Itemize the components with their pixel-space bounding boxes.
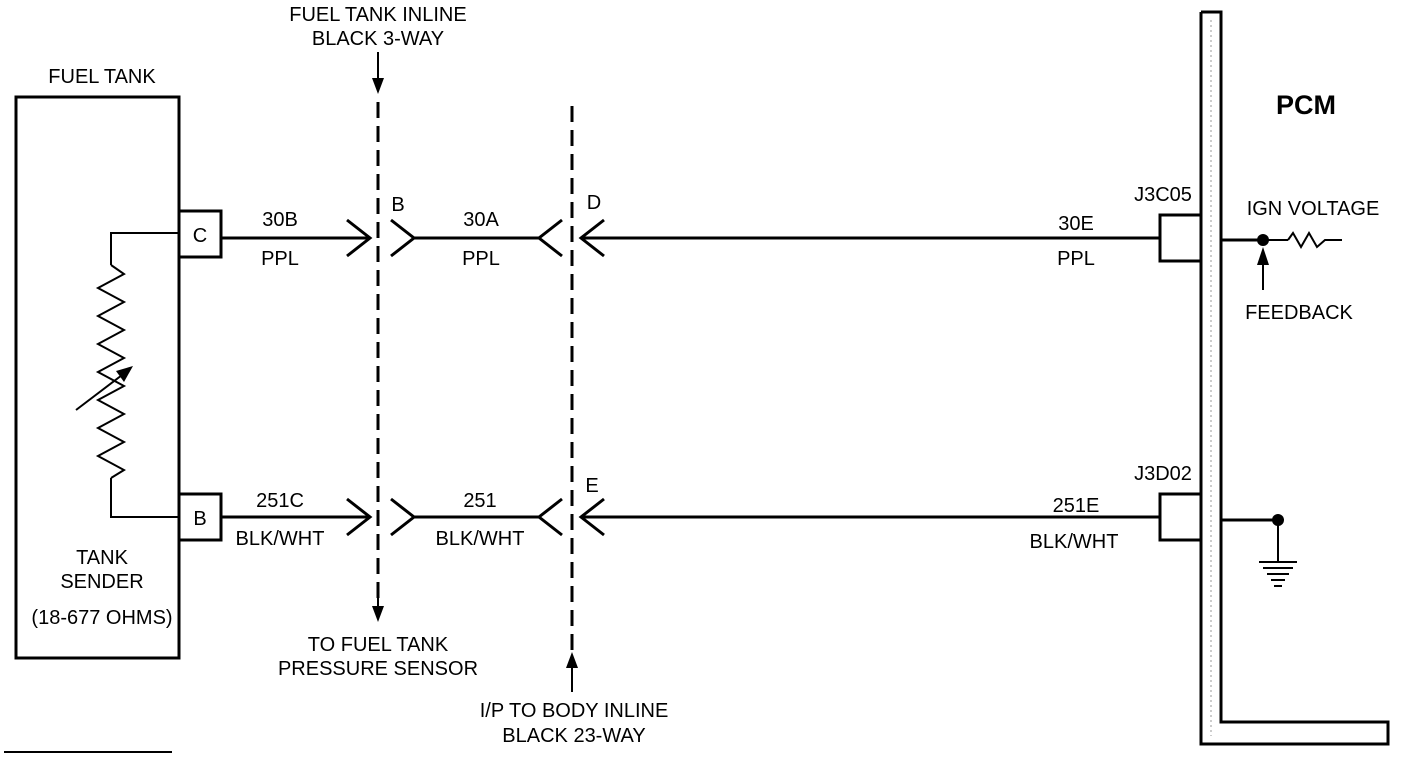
wire-bottom-251e bbox=[578, 497, 1160, 537]
wire-top-30a bbox=[390, 218, 563, 258]
pcm-pin-j3d02-box bbox=[1158, 492, 1203, 542]
wire-top-30b bbox=[221, 218, 373, 258]
inline-3way-top-arrow-icon bbox=[372, 52, 384, 94]
wire-bottom-251c bbox=[221, 497, 373, 537]
tank-sender-line2: SENDER bbox=[60, 571, 143, 593]
pcm-pin-j3c05-label: J3C05 bbox=[1134, 184, 1192, 206]
fuel-tank-pin-c-label: C bbox=[193, 225, 207, 247]
inline-23way-pin-e: E bbox=[585, 475, 598, 497]
variable-resistor-icon bbox=[75, 232, 179, 518]
inline-23way-line1: I/P TO BODY INLINE bbox=[480, 700, 669, 722]
feedback-arrow-icon bbox=[1257, 247, 1269, 290]
wire-bottom-251c-circuit: 251C bbox=[256, 490, 304, 512]
wire-bottom-251e-circuit: 251E bbox=[1053, 495, 1100, 517]
tank-sender-line1: TANK bbox=[76, 547, 129, 569]
inline-3way-line1: FUEL TANK INLINE bbox=[289, 4, 466, 26]
pressure-sensor-line2: PRESSURE SENSOR bbox=[278, 658, 478, 680]
wire-bottom-251c-color: BLK/WHT bbox=[236, 528, 325, 550]
inline-23way-line2: BLACK 23-WAY bbox=[502, 725, 645, 747]
wire-bottom-251e-color: BLK/WHT bbox=[1030, 531, 1119, 553]
wire-top-30b-circuit: 30B bbox=[262, 209, 298, 231]
inline-3way-bottom-arrow-icon bbox=[372, 596, 384, 622]
pcm-ign-voltage-circuit bbox=[1221, 230, 1342, 250]
wire-top-30e bbox=[578, 218, 1160, 258]
wire-top-30a-color: PPL bbox=[462, 248, 500, 270]
inline-3way-line2: BLACK 3-WAY bbox=[312, 28, 444, 50]
wire-bottom-251-circuit: 251 bbox=[463, 490, 496, 512]
wire-bottom-251 bbox=[390, 497, 563, 537]
inline-23way-bottom-arrow-icon bbox=[566, 652, 578, 692]
ign-voltage-label: IGN VOLTAGE bbox=[1247, 198, 1380, 220]
pcm-frame bbox=[1199, 10, 1390, 746]
pcm-pin-j3c05-box bbox=[1158, 213, 1203, 263]
wire-top-30e-circuit: 30E bbox=[1058, 213, 1094, 235]
fuel-tank-pin-b-label: B bbox=[193, 508, 206, 530]
ground-icon bbox=[1221, 514, 1297, 587]
wire-top-30a-circuit: 30A bbox=[463, 209, 499, 231]
inline-3way-pin-b: B bbox=[391, 194, 404, 216]
tank-sender-line3: (18-677 OHMS) bbox=[31, 607, 172, 629]
fuel-tank-box bbox=[14, 95, 181, 660]
pressure-sensor-line1: TO FUEL TANK bbox=[308, 634, 449, 656]
pcm-label: PCM bbox=[1276, 90, 1336, 120]
wire-top-30e-color: PPL bbox=[1057, 248, 1095, 270]
inline-23way-pin-d: D bbox=[587, 192, 601, 214]
fuel-tank-label: FUEL TANK bbox=[48, 66, 156, 88]
wire-top-30b-color: PPL bbox=[261, 248, 299, 270]
feedback-label: FEEDBACK bbox=[1245, 302, 1353, 324]
wire-bottom-251-color: BLK/WHT bbox=[436, 528, 525, 550]
pcm-pin-j3d02-label: J3D02 bbox=[1134, 463, 1192, 485]
